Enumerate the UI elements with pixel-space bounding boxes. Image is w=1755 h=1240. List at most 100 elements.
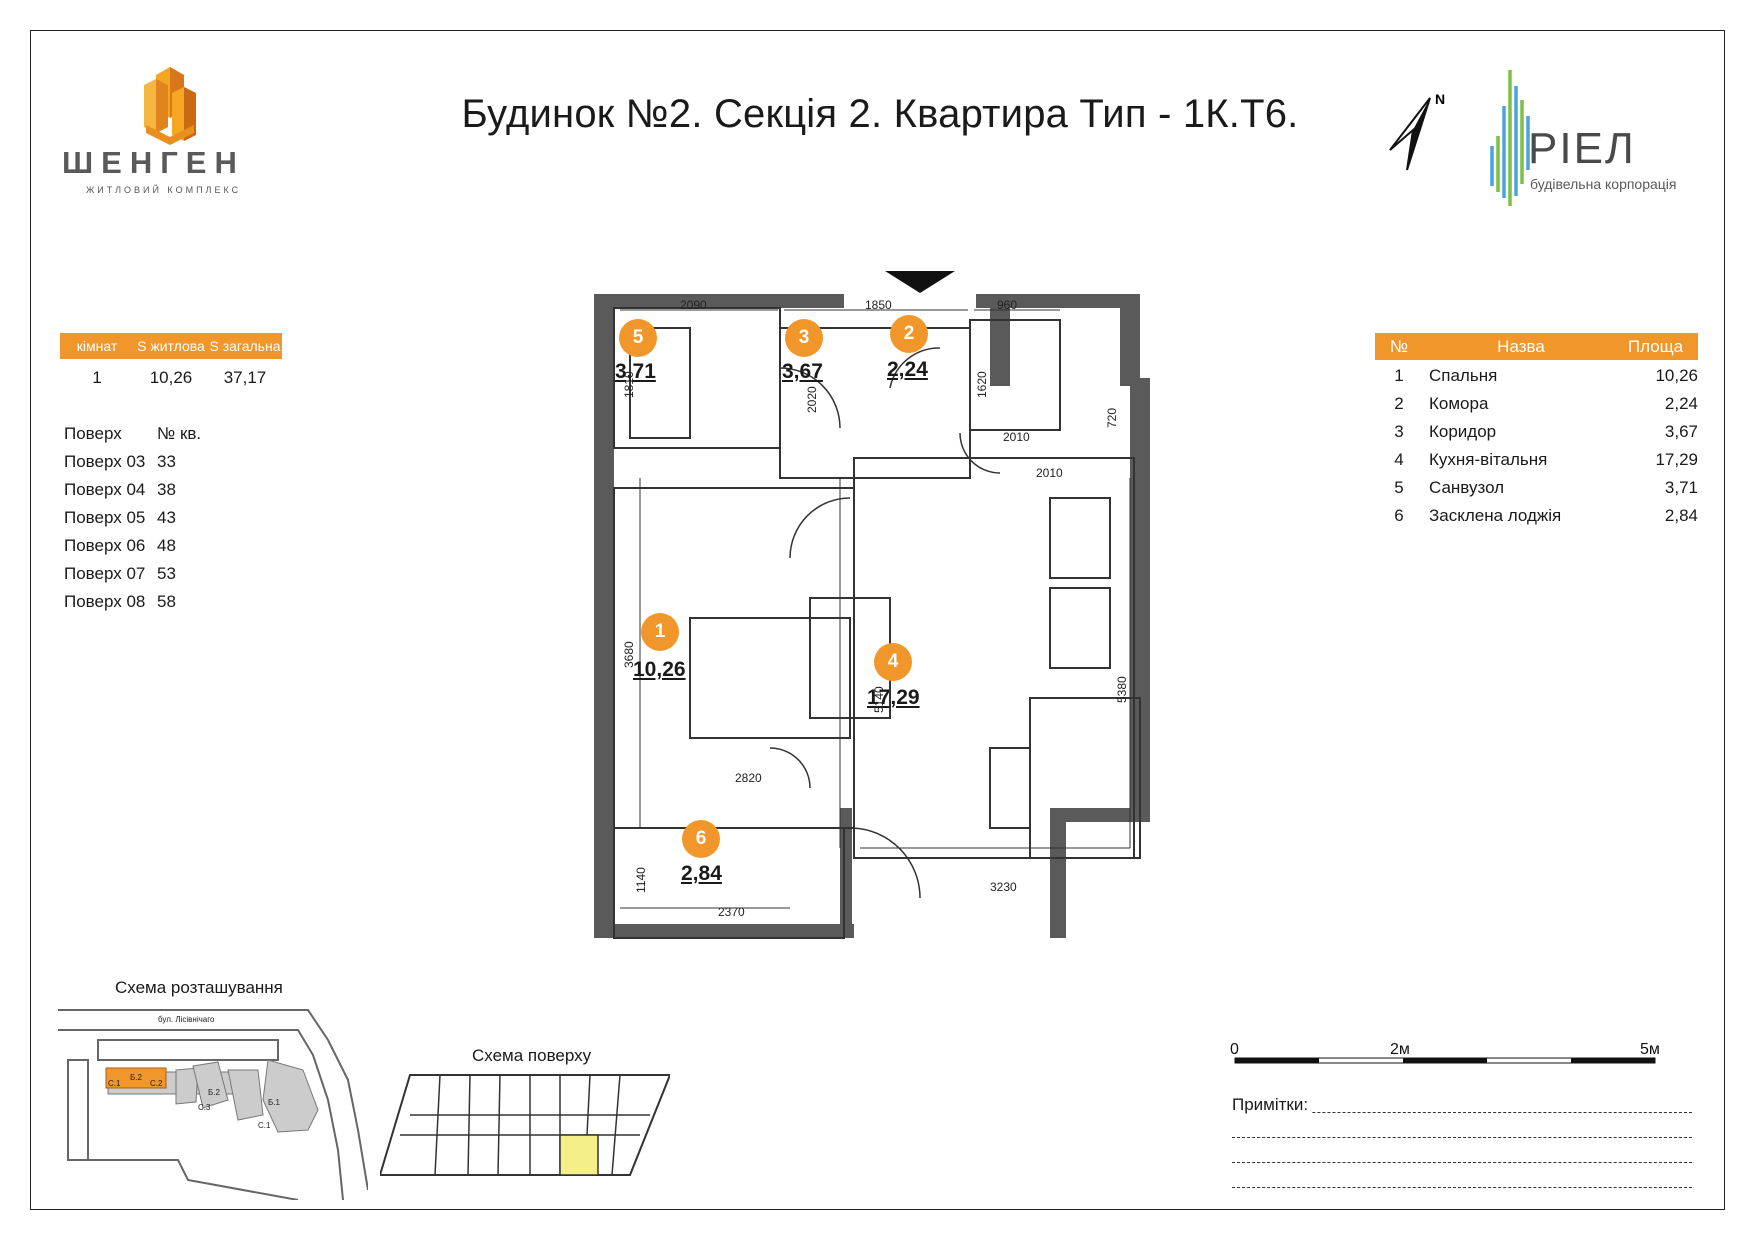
dim-bath-height: 1810: [622, 371, 636, 398]
apt-number: 48: [157, 536, 176, 555]
room-badge-2: 2: [890, 315, 928, 353]
floors-header: Поверх № кв.: [64, 420, 201, 448]
room-row: 4 Кухня-вітальня 17,29: [1375, 446, 1698, 474]
notes-section: Примітки:: [1232, 1088, 1692, 1188]
north-arrow-icon: N: [1389, 91, 1445, 171]
room-row: 2 Комора 2,24: [1375, 390, 1698, 418]
block-label: С.1: [258, 1121, 271, 1130]
dim-bath-width: 2090: [680, 298, 707, 312]
floor-plan-drawing: [594, 271, 1150, 939]
room-area: 2,24: [1664, 394, 1698, 413]
dim-loggia-height-1: 720: [1105, 407, 1119, 428]
floor-row: Поверх 05 43: [64, 504, 201, 532]
dim-loggia-height: 1140: [634, 867, 648, 893]
dim-storage-width-2: 2010: [1003, 430, 1030, 444]
summary-values: 1 10,26 37,17: [60, 368, 282, 388]
room-badge-5: 5: [619, 319, 657, 357]
summary-header-total: S загальна: [209, 338, 281, 354]
building-cubes-logo: [144, 67, 196, 145]
street-label: бул. Лісівнічаго: [158, 1015, 215, 1024]
apt-number: 53: [157, 564, 176, 583]
notes-label: Примітки:: [1232, 1095, 1313, 1115]
floors-header-floor: Поверх: [64, 424, 122, 443]
apt-number: 58: [157, 592, 176, 611]
block-label: Б.2: [130, 1073, 142, 1082]
notes-line: Примітки:: [1232, 1088, 1692, 1115]
room-name: Кухня-вітальня: [1429, 450, 1548, 469]
scale-bar: 0 2м 5м: [1230, 1041, 1660, 1064]
floor-name: Поверх 03: [64, 452, 146, 471]
entrance-arrow-icon: [885, 271, 955, 293]
dim-loggia-width: 2370: [718, 905, 745, 919]
summary-living-area: 10,26: [149, 368, 193, 387]
room-name: Засклена лоджія: [1429, 506, 1562, 525]
room-no: 4: [1394, 450, 1404, 469]
room-area: 2,84: [1664, 506, 1698, 525]
floor-name: Поверх 07: [64, 564, 146, 583]
block-label: С.1: [108, 1079, 121, 1088]
brand-name: ШЕНГЕН: [62, 145, 245, 180]
room-area-1: 10,26: [633, 658, 686, 681]
room-name: Комора: [1429, 394, 1489, 413]
riel-brand-name: РІЕЛ: [1528, 124, 1636, 173]
floor-row: Поверх 03 33: [64, 448, 201, 476]
block-label: Б.1: [268, 1098, 280, 1107]
scale-label-2m: 2м: [1390, 1041, 1410, 1058]
dim-kitchen-width: 2010: [1036, 466, 1063, 480]
room-area: 3,71: [1664, 478, 1698, 497]
room-badge-1: 1: [641, 613, 679, 651]
floor-scheme-map: [380, 1074, 670, 1176]
north-label: N: [1435, 91, 1445, 107]
room-no: 2: [1394, 394, 1404, 413]
room-area: 3,67: [1664, 422, 1698, 441]
riel-stripes-logo: [1490, 70, 1530, 206]
summary-header: кімнат S житлова S загальна: [60, 333, 282, 359]
block-label: Б.2: [208, 1088, 220, 1097]
room-name: Коридор: [1429, 422, 1497, 441]
room-row: 1 Спальня 10,26: [1375, 362, 1698, 390]
rooms-table-header: № Назва Площа: [1375, 333, 1698, 360]
floors-table: Поверх № кв. Поверх 03 33 Поверх 04 38 Пов…: [64, 420, 201, 616]
room-area-2: 2,24: [887, 358, 928, 381]
notes-line: [1232, 1113, 1692, 1138]
dim-corridor-width: 1850: [865, 298, 892, 312]
room-area: 10,26: [1655, 366, 1698, 385]
apt-number: 43: [157, 508, 176, 527]
dim-living-height: 5140: [872, 686, 886, 713]
summary-header-rooms: кімнат: [76, 338, 118, 354]
brand-subtitle: ЖИТЛОВИЙ КОМПЛЕКС: [86, 185, 242, 195]
apt-number: 38: [157, 480, 176, 499]
scale-label-5m: 5м: [1640, 1041, 1660, 1058]
room-area-4: 17,29: [867, 686, 920, 709]
floor-name: Поверх 04: [64, 480, 146, 499]
dim-living-width: 3230: [990, 880, 1017, 894]
scale-label-0: 0: [1230, 1041, 1239, 1058]
summary-rooms: 1: [92, 368, 102, 387]
room-badge-3: 3: [785, 319, 823, 357]
floor-name: Поверх 05: [64, 508, 146, 527]
page-title: Будинок №2. Секція 2. Квартира Тип - 1К.…: [461, 92, 1299, 136]
room-area-5: 3,71: [615, 360, 656, 383]
floor-name: Поверх 06: [64, 536, 146, 555]
page-frame: [30, 30, 1725, 1210]
apt-number: 33: [157, 452, 176, 471]
floor-name: Поверх 08: [64, 592, 146, 611]
room-no: 1: [1394, 366, 1404, 385]
riel-brand-subtitle: будівельна корпорація: [1530, 176, 1677, 192]
dim-storage-width: 960: [997, 298, 1018, 312]
floors-header-apt: № кв.: [157, 424, 202, 443]
floor-row: Поверх 08 58: [64, 588, 201, 616]
notes-line: [1232, 1163, 1692, 1188]
floor-row: Поверх 07 53: [64, 560, 201, 588]
dim-corridor-height: 2020: [805, 386, 819, 413]
floor-plan: 5 3,71 3 3,67 2 2,24 1 10,26 4 17,29 6 2…: [590, 268, 1170, 958]
room-area: 17,29: [1655, 450, 1698, 469]
block-label: С.2: [150, 1079, 163, 1088]
room-name: Спальня: [1429, 366, 1498, 385]
floor-row: Поверх 06 48: [64, 532, 201, 560]
rooms-header-name: Назва: [1497, 336, 1545, 356]
room-name: Санвузол: [1429, 478, 1505, 497]
